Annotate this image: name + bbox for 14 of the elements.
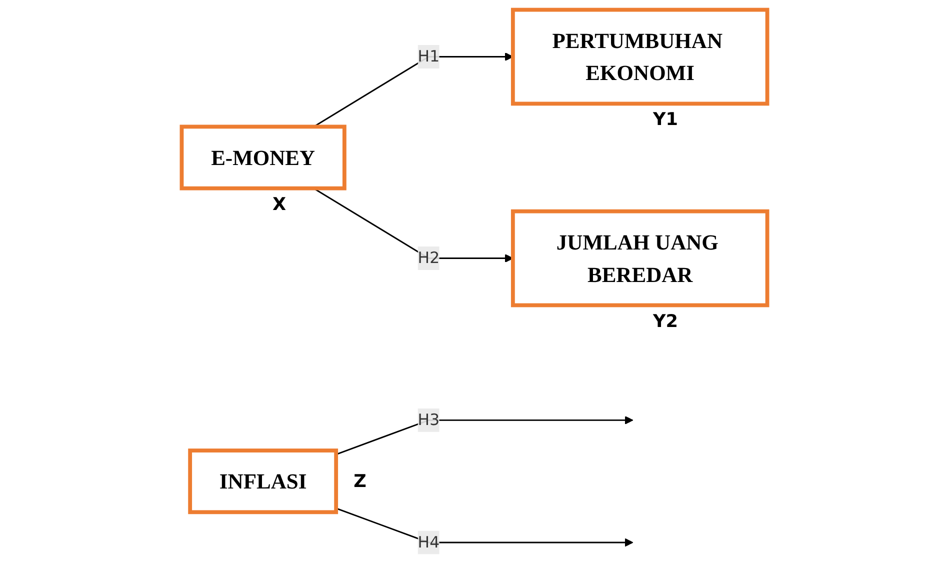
edge-label: H2 <box>418 248 440 268</box>
variable-label: Z <box>354 472 366 492</box>
node-box: INFLASI <box>188 448 338 514</box>
node-box: PERTUMBUHAN EKONOMI <box>510 8 770 106</box>
node-box: E-MONEY <box>180 124 346 190</box>
edge-label: H4 <box>418 532 440 552</box>
arrow <box>336 508 634 547</box>
variable-label: Y2 <box>653 312 678 332</box>
node-box: JUMLAH UANG BEREDAR <box>510 209 770 308</box>
edge-label: H1 <box>418 46 440 66</box>
arrow <box>336 416 634 456</box>
variable-label: X <box>272 194 286 215</box>
edge-label: H3 <box>418 410 440 429</box>
variable-label: Y1 <box>653 110 678 130</box>
